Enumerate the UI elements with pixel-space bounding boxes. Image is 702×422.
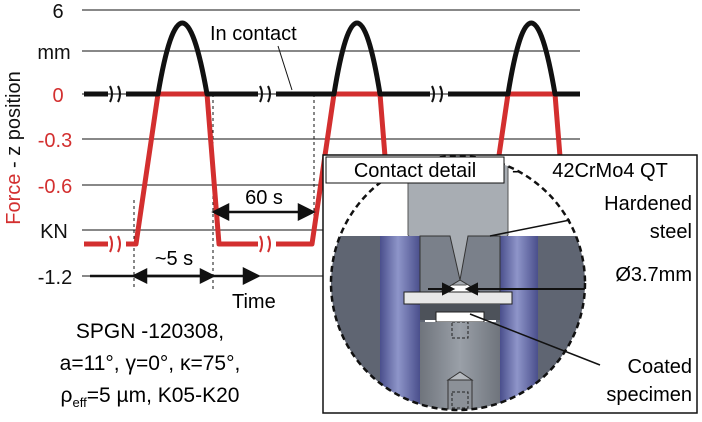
x-axis-label: Time — [232, 291, 276, 313]
contact-detail-title: Contact detail — [354, 160, 476, 182]
tool-spec-line3: ρeff=5 µm, K05-K20 — [61, 384, 240, 410]
coated-specimen-label-2: specimen — [606, 384, 692, 406]
y-axis-label-position: - z position — [3, 71, 25, 173]
hardened-steel-label-1: Hardened — [604, 193, 692, 215]
axis-break-marks — [109, 85, 443, 253]
coated-specimen-label-1: Coated — [628, 356, 693, 378]
pulse-label: ~5 s — [155, 248, 193, 270]
in-contact-label: In contact — [210, 23, 297, 45]
y-tick-m03: -0.3 — [38, 130, 72, 152]
position-curve — [84, 20, 580, 97]
y-tick-0: 0 — [52, 85, 63, 107]
inset-drawing — [331, 156, 585, 410]
y-tick-kn: KN — [40, 221, 68, 243]
period-label: 60 s — [245, 187, 283, 209]
in-contact-leader — [277, 45, 293, 91]
period-arrow — [211, 202, 316, 222]
inset-circle — [329, 154, 587, 412]
y-axis-label: Force - z position — [3, 71, 25, 224]
y-tick-labels: 6 mm 0 -0.3 -0.6 KN -1.2 — [37, 1, 72, 289]
tool-spec: SPGN -120308, a=11°, γ=0°, κ=75°, ρeff=5… — [60, 320, 241, 410]
y-tick-m12: -1.2 — [38, 267, 72, 289]
y-tick-6: 6 — [52, 1, 63, 23]
tool-spec-line2: a=11°, γ=0°, κ=75°, — [60, 352, 241, 375]
time-axis-arrow — [90, 266, 261, 286]
coated-specimen-leader — [469, 313, 601, 366]
hardened-steel-leader — [489, 219, 571, 237]
y-tick-mm: mm — [37, 42, 70, 64]
contact-detail-panel: Contact detail - 42CrMo4 QT Hardened ste… — [322, 154, 698, 414]
specimen-plate — [403, 291, 513, 305]
y-axis-label-force: Force — [3, 174, 25, 225]
diameter-label: Ø3.7mm — [615, 264, 692, 286]
tool-spec-line1: SPGN -120308, — [76, 320, 224, 343]
material-label: 42CrMo4 QT — [552, 160, 668, 182]
contact-detail-dash: - — [512, 160, 519, 182]
force-curve-seg-2 — [126, 91, 258, 247]
hardened-steel-label-2: steel — [650, 221, 692, 243]
y-tick-m06: -0.6 — [38, 176, 72, 198]
